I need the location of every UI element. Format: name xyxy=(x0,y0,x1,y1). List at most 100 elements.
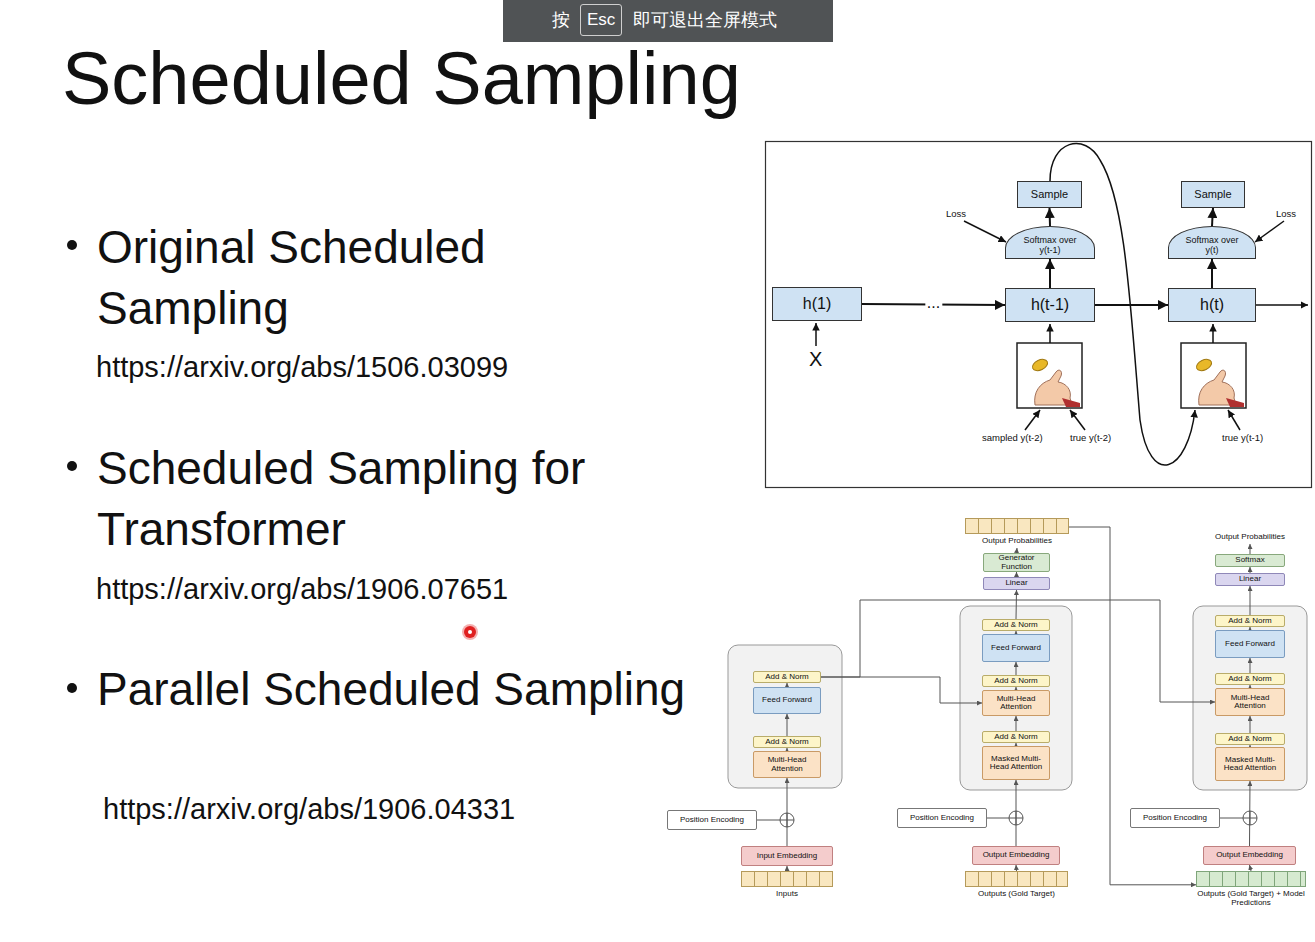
connector xyxy=(1016,590,1018,619)
node-text: Softmax xyxy=(1235,556,1264,564)
attention-box: Multi-Head Attention xyxy=(982,690,1050,716)
embedding-box: Output Embedding xyxy=(1203,846,1296,865)
generator-box: Generator Function xyxy=(983,553,1050,572)
input-label: true y(t-1) xyxy=(1222,432,1263,444)
embedding-box: Output Embedding xyxy=(972,846,1060,865)
node-text: Add & Norm xyxy=(1228,675,1272,683)
add-norm-box: Add & Norm xyxy=(982,731,1050,743)
node-text: Feed Forward xyxy=(991,644,1041,652)
node-text: Input Embedding xyxy=(757,852,818,860)
feed-forward-box: Feed Forward xyxy=(753,687,821,714)
node-text: Multi-Head Attention xyxy=(985,695,1047,712)
input-label: X xyxy=(809,348,822,371)
token-strip xyxy=(965,871,1068,887)
node-text: Add & Norm xyxy=(1228,617,1272,625)
connector xyxy=(1211,259,1213,288)
node-text: Masked Multi-Head Attention xyxy=(985,755,1047,772)
connector xyxy=(1250,586,1251,615)
node-text: Add & Norm xyxy=(765,673,809,681)
node-text: Feed Forward xyxy=(1225,640,1275,648)
node-text: Outputs (Gold Target) + Model Prediction… xyxy=(1196,890,1306,908)
node-text: Sample xyxy=(1194,188,1231,200)
add-norm-box: Add & Norm xyxy=(982,675,1050,687)
add-norm-box: Add & Norm xyxy=(753,671,821,683)
node-text: Linear xyxy=(1239,575,1261,583)
node-text: Output Embedding xyxy=(983,851,1050,859)
fullscreen-bar xyxy=(503,0,833,42)
token-strip xyxy=(1196,871,1306,887)
token-sequence: Outputs (Gold Target) + Model Prediction… xyxy=(1196,871,1306,917)
hidden-state-box: h(t) xyxy=(1168,288,1256,322)
key-cap: Esc xyxy=(580,4,622,36)
node-text: h(1) xyxy=(803,295,831,313)
attention-box: Multi-Head Attention xyxy=(1215,688,1285,716)
attention-box: Masked Multi-Head Attention xyxy=(982,746,1050,780)
bullet-dots xyxy=(67,240,77,693)
sample-box: Sample xyxy=(1181,181,1245,208)
position-encoding-box: Position Encoding xyxy=(897,808,987,828)
output-probabilities: Output Probabilities xyxy=(1200,530,1300,544)
feed-forward-box: Feed Forward xyxy=(982,634,1050,662)
add-norm-box: Add & Norm xyxy=(1215,615,1285,627)
connector xyxy=(1049,259,1051,288)
node-text: Masked Multi-Head Attention xyxy=(1218,756,1282,773)
connector xyxy=(1016,662,1017,675)
node-text: Generator Function xyxy=(986,554,1047,571)
node-text: Add & Norm xyxy=(765,738,809,746)
laser-pointer xyxy=(462,624,478,640)
token-sequence: Inputs xyxy=(741,871,833,909)
feed-forward-box: Feed Forward xyxy=(1215,630,1285,658)
input-label: true y(t-2) xyxy=(1070,432,1111,444)
connector xyxy=(1095,304,1168,306)
connector xyxy=(821,600,1215,702)
coin-flip-icon xyxy=(1017,343,1082,408)
position-encoding-box: Position Encoding xyxy=(667,810,757,830)
connector xyxy=(1249,781,1251,846)
node-text: h(t) xyxy=(1200,296,1224,314)
embedding-box: Input Embedding xyxy=(741,846,833,866)
add-norm-box: Add & Norm xyxy=(982,619,1050,631)
node-text: Output Probabilities xyxy=(982,537,1052,546)
bullet-text: Parallel Scheduled Sampling xyxy=(97,659,687,720)
token-strip xyxy=(741,871,833,887)
hidden-state-box: h(1) xyxy=(772,287,862,321)
node-text: Multi-Head Attention xyxy=(756,756,818,773)
bullet-text: Original Scheduled Sampling xyxy=(97,217,687,339)
node-text: h(t-1) xyxy=(1031,296,1069,314)
hint-text: 按 xyxy=(552,8,570,32)
node-text: Output Probabilities xyxy=(1215,533,1285,542)
connector xyxy=(1016,780,1017,846)
output-probabilities: Output Probabilities xyxy=(965,518,1069,548)
connector xyxy=(821,677,982,703)
connector xyxy=(1250,658,1251,673)
attention-box: Multi-Head Attention xyxy=(753,751,821,778)
connector xyxy=(1250,544,1251,554)
coin-flip-icon xyxy=(1181,343,1246,408)
node-text: Multi-Head Attention xyxy=(1218,694,1282,711)
node-text: Add & Norm xyxy=(1228,735,1272,743)
figure-frame xyxy=(766,142,1312,488)
node-text: Add & Norm xyxy=(994,733,1038,741)
position-encoding-box: Position Encoding xyxy=(1130,808,1220,828)
edge-label: ... xyxy=(925,295,942,311)
connector xyxy=(1069,527,1196,885)
node-text: Feed Forward xyxy=(762,696,812,704)
connector xyxy=(1049,208,1052,226)
attention-box: Masked Multi-Head Attention xyxy=(1215,747,1285,781)
node-text: Position Encoding xyxy=(910,814,974,822)
connector xyxy=(1250,716,1251,733)
node-text: Linear xyxy=(1005,579,1027,587)
token-sequence: Outputs (Gold Target) xyxy=(965,871,1068,909)
linear-box: Linear xyxy=(983,577,1050,590)
slide-title: Scheduled Sampling xyxy=(62,42,741,116)
node-text: Softmax over y(t-1) xyxy=(1016,236,1084,256)
link-text: https://arxiv.org/abs/1506.03099 xyxy=(96,350,508,384)
connector xyxy=(1016,716,1017,731)
connector xyxy=(787,714,788,736)
bullet-text: Scheduled Sampling for Transformer xyxy=(97,438,687,560)
softmax-box: Softmax xyxy=(1215,554,1285,567)
loss-label: Loss xyxy=(1276,208,1296,220)
input-label: sampled y(t-2) xyxy=(982,432,1043,444)
arrow xyxy=(816,143,1308,465)
link-text: https://arxiv.org/abs/1906.07651 xyxy=(96,572,508,606)
